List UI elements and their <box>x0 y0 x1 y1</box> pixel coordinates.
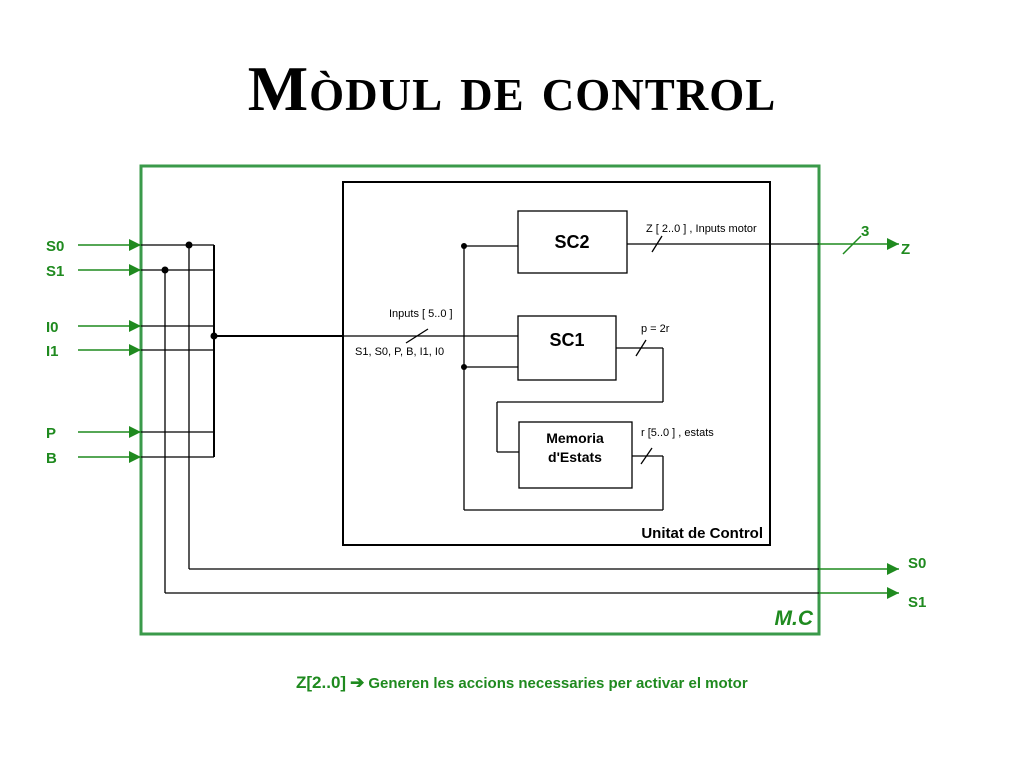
input-labels: S0 S1 I0 I1 P B <box>46 238 64 467</box>
footer-description: Generen les accions necessaries per acti… <box>368 675 748 692</box>
memoria-label-line1: Memoria <box>546 430 604 446</box>
z-bus-slash <box>842 235 862 255</box>
input-label-p: P <box>46 425 56 442</box>
input-label-s1: S1 <box>46 263 64 280</box>
module-border <box>139 164 821 636</box>
internal-wiring <box>141 235 819 594</box>
sc1-box <box>517 315 617 381</box>
input-label-b: B <box>46 450 57 467</box>
output-label-z: Z <box>901 241 910 258</box>
sc2-box <box>517 210 628 274</box>
control-unit-label: Unitat de Control <box>641 525 763 542</box>
input-label-i1: I1 <box>46 343 59 360</box>
z-bus-label: Z [ 2..0 ] , Inputs motor <box>646 223 757 235</box>
input-label-s0: S0 <box>46 238 64 255</box>
inputs-bus-label: Inputs [ 5..0 ] <box>389 308 453 320</box>
memoria-box <box>518 421 633 489</box>
p-bus-label: p = 2r <box>641 323 670 335</box>
module-label: M.C <box>775 607 814 630</box>
input-arrows <box>78 239 141 463</box>
output-arrows <box>819 235 899 599</box>
footer-z-label: Z[2..0] <box>296 673 347 692</box>
junction-dots <box>161 241 467 370</box>
page-title: Mòdul de control <box>247 53 777 124</box>
output-label-s0: S0 <box>908 555 926 572</box>
inputs-list-label: S1, S0, P, B, I1, I0 <box>355 346 444 358</box>
arrow-right-icon: ➔ <box>350 673 365 692</box>
control-unit-box <box>342 181 771 546</box>
output-z-width: 3 <box>861 223 869 240</box>
memoria-label-line2: d'Estats <box>548 449 602 465</box>
r-bus-label: r [5..0 ] , estats <box>641 427 714 439</box>
footer-note: Z[2..0]➔Generen les accions necessaries … <box>296 673 748 693</box>
sc1-label: SC1 <box>549 330 584 350</box>
sc2-label: SC2 <box>554 232 589 252</box>
output-label-s1: S1 <box>908 594 926 611</box>
input-label-i0: I0 <box>46 319 59 336</box>
